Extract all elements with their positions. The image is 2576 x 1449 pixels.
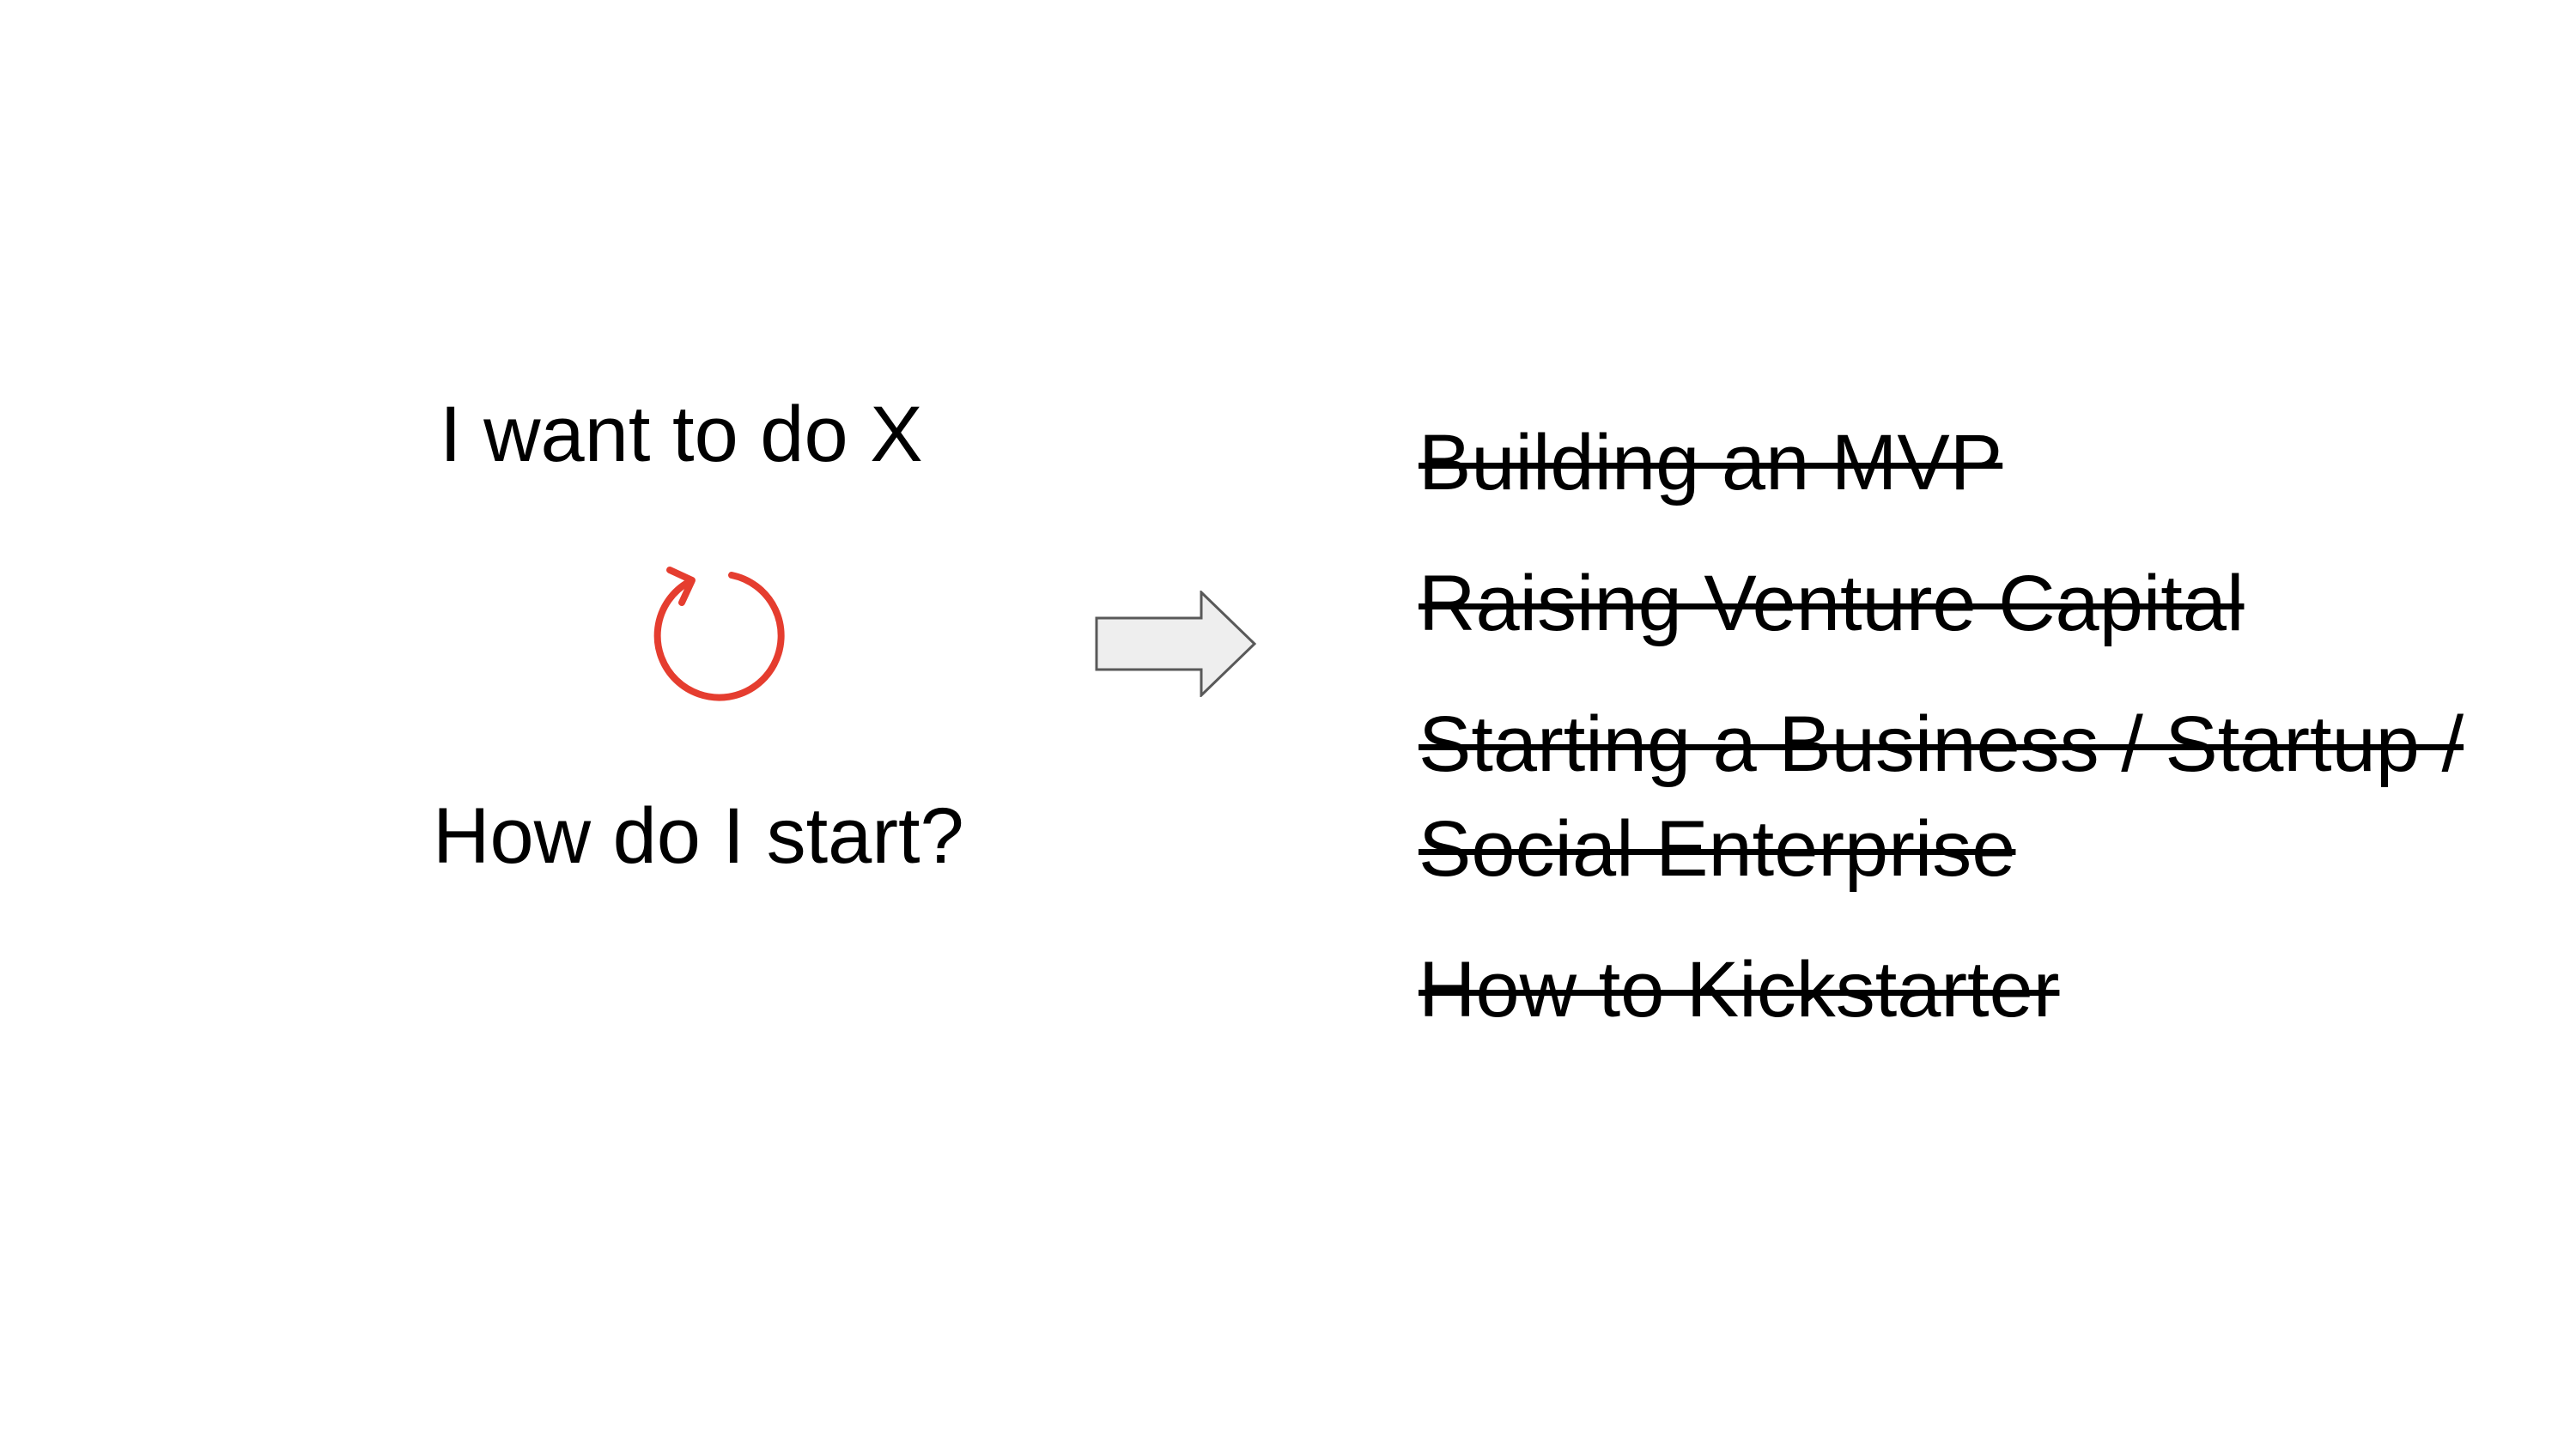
struck-list: Building an MVP Raising Venture Capital …	[1419, 410, 2552, 1042]
question-text: How do I start?	[433, 792, 964, 880]
struck-item-mvp: Building an MVP	[1419, 419, 2003, 506]
want-text: I want to do X	[440, 391, 923, 478]
right-block-arrow-icon	[1095, 591, 1258, 697]
refresh-cycle-icon	[635, 558, 790, 712]
struck-item-kickstarter: How to Kickstarter	[1419, 946, 2060, 1034]
struck-item-business: Starting a Business / Startup / Social E…	[1419, 700, 2464, 893]
struck-item-venture-capital: Raising Venture Capital	[1419, 560, 2245, 647]
